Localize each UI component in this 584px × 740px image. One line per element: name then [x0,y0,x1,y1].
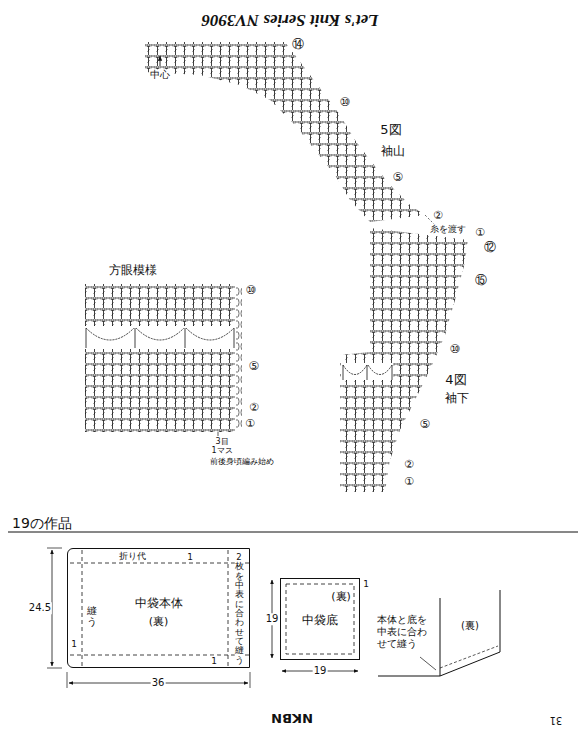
note: 糸を渡す [429,224,467,234]
side-note: (裏) [330,591,352,604]
stitch-count: 3目 [214,437,229,446]
row-number: ② [403,459,415,472]
sew-note: 縫う [87,605,97,627]
figure-number: 5図 [379,123,402,138]
page-number: 31 [549,714,564,726]
row-number: ⑩ [449,343,462,357]
sleeve-cap-chart [145,42,434,224]
seam-allowance: 折り代 [118,551,147,561]
filet-pattern-chart [85,284,242,436]
row-number: ⑫ [483,241,497,255]
sleeve-underarm-chart [340,228,468,492]
dimension: 24.5 [28,602,52,614]
dimension: 19 [265,613,280,625]
figure-number: 4図 [444,373,467,388]
row-number: ② [432,210,444,223]
unit-note: 1マス [210,446,233,455]
figure-caption: 袖山 [380,145,406,159]
sewing-diagram [8,532,578,688]
row-number: ⑤ [248,360,261,374]
allowance-number: 1 [70,639,78,649]
row-number: ② [248,402,260,415]
sew-note: 本体と底を中表に合わせて縫う [376,614,434,650]
center-mark: 中心 [149,69,171,81]
section-heading: 19の作品 [11,515,73,531]
sew-note: 2枚を中表に合わせて縫う [235,553,244,665]
side-note: (裏) [148,616,170,629]
row-number: ⑭ [291,38,305,52]
dimension: 36 [151,677,166,689]
start-note: 前後身頃編み始め [209,457,275,466]
watermark: Let's Knit Series NV3906 [200,10,379,30]
pattern-piece: 中袋底 (裏) [280,578,360,660]
row-number: ① [474,227,486,240]
dimension: 19 [313,665,328,677]
figure-caption: 袖下 [444,392,470,406]
piece-name: 中袋底 [301,614,339,628]
side-note: (裏) [460,620,480,632]
row-number: ⑩ [339,96,352,110]
chart-title: 方眼模様 [108,264,158,278]
row-number: ⑮ [474,274,488,288]
allowance-number: 1 [210,656,218,666]
row-number: ⑩ [245,284,258,298]
allowance-number: 1 [362,579,370,589]
row-number: ⑤ [419,418,432,432]
publisher-mark: NKBN [270,711,314,726]
piece-name: 中袋本体 [134,598,184,612]
row-number: ① [244,418,256,431]
row-number: ⑤ [392,171,405,185]
allowance-number: 1 [186,552,194,562]
row-number: ① [403,476,415,489]
